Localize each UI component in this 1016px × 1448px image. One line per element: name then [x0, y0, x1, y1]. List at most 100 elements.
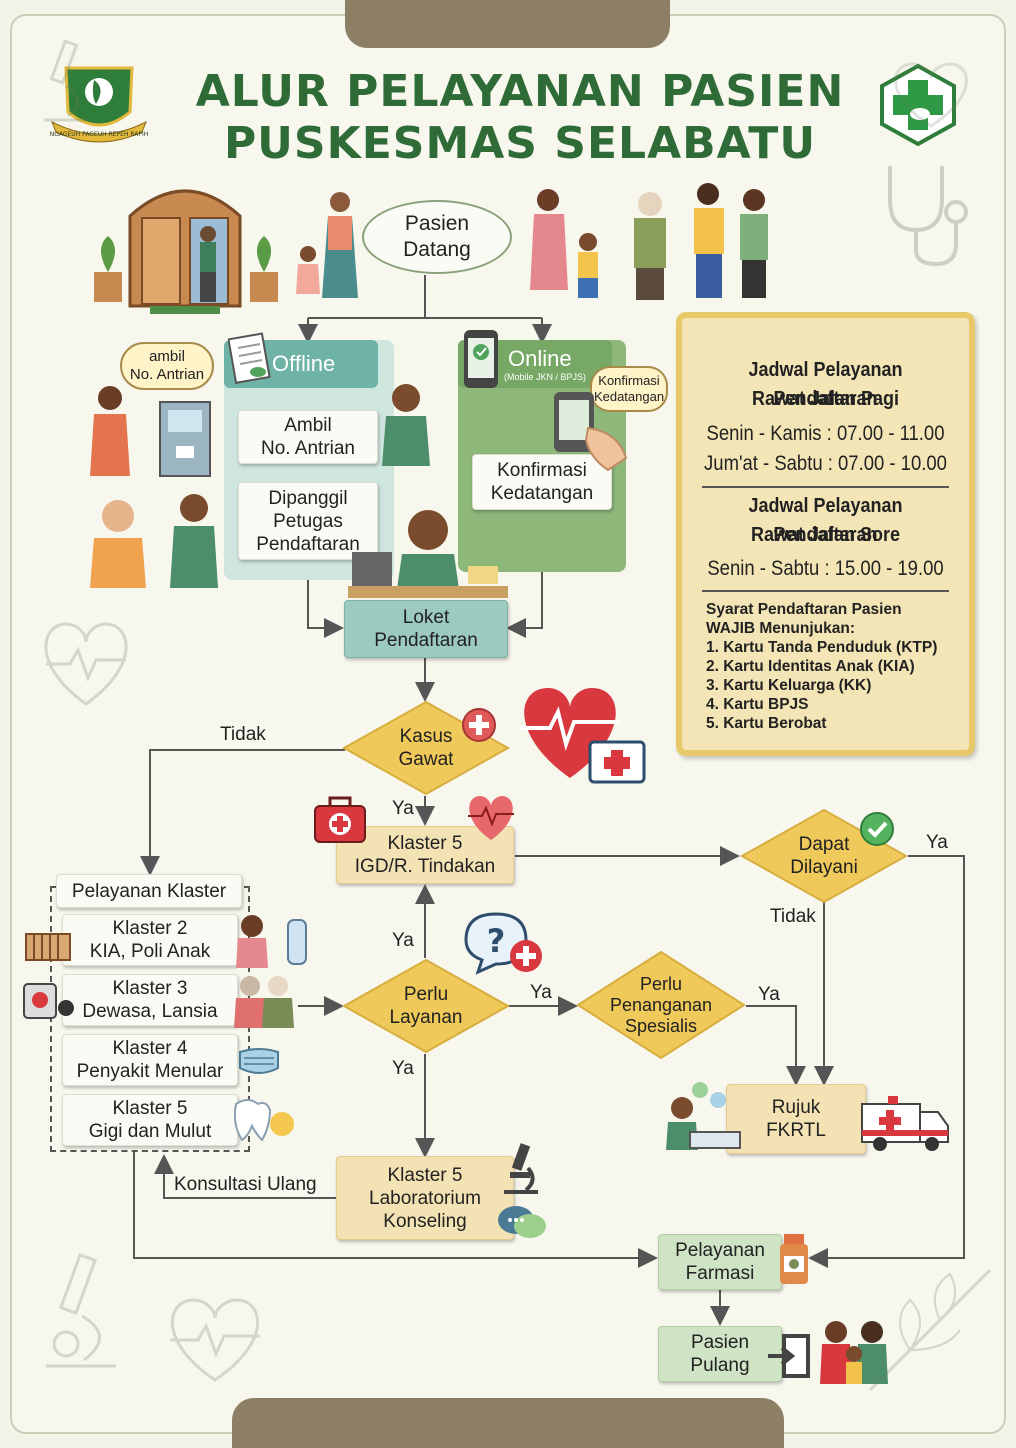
online-step-konfirmasi: Konfirmasi Kedatangan: [472, 454, 612, 510]
schedule-pagi-title-2: Rawat Jalan Pagi: [751, 388, 900, 410]
cluster-item-4-label: Klaster 5 Gigi dan Mulut: [88, 1098, 212, 1142]
heart-pulse-icon: [462, 794, 520, 844]
requirement-item: 4. Kartu BPJS: [706, 696, 809, 713]
cluster-item-menular: Klaster 4 Penyakit Menular: [62, 1034, 238, 1086]
pasien-pulang-box: Pasien Pulang: [658, 1326, 782, 1382]
heart-medkit-icon: [510, 682, 650, 786]
label-konsultasi-ulang: Konsultasi Ulang: [174, 1174, 317, 1195]
perlu-layanan-label: Perlu Layanan: [389, 984, 463, 1028]
entrance-illustration: [90, 176, 290, 316]
logo-motto: NGAGEUH PAGEUH REPEH RAPIH: [50, 131, 149, 138]
cluster-item-3-label: Klaster 4 Penyakit Menular: [76, 1038, 224, 1082]
regional-logo: NGAGEUH PAGEUH REPEH RAPIH: [44, 60, 154, 150]
microscope-decor-icon-bottom: [36, 1246, 126, 1376]
ticket-icon: [227, 332, 272, 386]
staff-illustration: [370, 376, 440, 466]
bubble-ambil-text: ambil No. Antrian: [129, 348, 205, 383]
farmasi-label: Pelayanan Farmasi: [675, 1240, 765, 1284]
schedule-sore-title-2: Rawat Jalan Sore: [750, 524, 901, 546]
klaster5-lab-box: Klaster 5 Laboratorium Konseling: [336, 1156, 514, 1240]
schedule-pagi-title-1: Jadwal Pelayanan Pendaftaran: [748, 359, 903, 410]
schedule-separator-1: [702, 486, 949, 488]
online-sublabel: (Mobile JKN / BPJS): [504, 372, 587, 382]
lab-label: Klaster 5 Laboratorium Konseling: [369, 1164, 481, 1232]
medicine-bottle-icon: [776, 1232, 812, 1288]
page-title: ALUR PELAYANAN PASIEN PUSKESMAS SELABATU: [150, 66, 890, 170]
kiosk-illustration: [80, 380, 220, 480]
puskesmas-logo: [876, 62, 960, 147]
kasus-gawat-label: Kasus Gawat: [398, 726, 454, 770]
cluster-title: Pelayanan Klaster: [56, 874, 242, 908]
chat-bubbles-icon: [496, 1200, 548, 1244]
check-circle-icon: [858, 810, 896, 848]
label-ya-rujuk: Ya: [758, 984, 780, 1005]
bubble-ambil-antrian: ambil No. Antrian: [120, 342, 214, 390]
requirement-item: 1. Kartu Tanda Penduduk (KTP): [706, 639, 938, 656]
label-ya-spesialis: Ya: [530, 982, 552, 1003]
requirement-item: 2. Kartu Identitas Anak (KIA): [706, 658, 915, 675]
heart-decor-icon-right: [886, 60, 976, 130]
leaf-decor-icon: [850, 1250, 1000, 1400]
rujuk-label: Rujuk FKRTL: [766, 1097, 826, 1141]
online-hand-phone: [548, 388, 634, 474]
title-line-2: PUSKESMAS SELABATU: [223, 118, 817, 169]
online-label: Online: [508, 346, 572, 371]
schedule-pagi-1: Senin - Kamis : 07.00 - 11.00: [706, 422, 945, 445]
offline-step2-label: Dipanggil Petugas Pendaftaran: [256, 487, 360, 555]
start-label: Pasien Datang: [403, 212, 471, 261]
schedule-pagi-2: Jum'at - Sabtu : 07.00 - 10.00: [704, 452, 947, 475]
stethoscope-decor-icon: [876, 160, 976, 270]
loket-label: Loket Pendaftaran: [374, 607, 478, 651]
label-ya-up: Ya: [392, 930, 414, 951]
medical-plus-icon: [460, 706, 498, 744]
decision-perlu-layanan: Perlu Layanan: [342, 958, 510, 1054]
patient-staff-illustration: [88, 488, 228, 588]
families-illustration: [528, 180, 778, 310]
label-ya-dilayani: Ya: [926, 832, 948, 853]
cluster-item-2-label: Klaster 3 Dewasa, Lansia: [82, 978, 218, 1022]
label-ya-down: Ya: [392, 1058, 414, 1079]
cluster-title-label: Pelayanan Klaster: [71, 880, 227, 902]
label-tidak-kasus: Tidak: [220, 724, 266, 745]
schedule-separator-2: [702, 590, 949, 592]
pulang-label: Pasien Pulang: [690, 1332, 750, 1376]
rujuk-fkrtl-box: Rujuk FKRTL: [726, 1084, 866, 1154]
phone-icon: [460, 328, 502, 390]
mother-child-icon: [232, 910, 312, 970]
question-chat-icon: ?: [460, 910, 546, 976]
requirement-item: 3. Kartu Keluarga (KK): [706, 677, 872, 694]
svg-text:?: ?: [487, 922, 506, 960]
requirements-title-2: WAJIB Menunjukan:: [706, 620, 855, 637]
reception-illustration: [348, 500, 508, 600]
bubble-konfirmasi-text: Konfirmasi Kedatangan: [593, 373, 665, 404]
label-tidak-dilayani: Tidak: [770, 906, 816, 927]
patient-family-illustration: [292, 188, 364, 308]
schedule-panel: Jadwal Pelayanan Pendaftaran Rawat Jalan…: [676, 312, 975, 756]
requirements-title-1: Syarat Pendaftaran Pasien: [706, 601, 902, 618]
offline-step1-label: Ambil No. Antrian: [261, 415, 355, 459]
crib-icon: [22, 916, 74, 968]
microscope-decor-icon: [36, 36, 96, 126]
title-line-1: ALUR PELAYANAN PASIEN: [195, 66, 845, 117]
top-tab: [345, 0, 670, 48]
elderly-couple-icon: [232, 972, 296, 1028]
tooth-icon: [230, 1096, 296, 1144]
cluster-item-kia: Klaster 2 KIA, Poli Anak: [62, 914, 238, 966]
bubble-konfirmasi: Konfirmasi Kedatangan: [590, 366, 668, 412]
heart-decor-icon-bottom: [160, 1296, 270, 1386]
start-pasien-datang: Pasien Datang: [362, 200, 512, 274]
doctor-patient-icon: [660, 1080, 744, 1152]
microscope-icon: [498, 1142, 544, 1196]
decision-perlu-spesialis: Perlu Penanganan Spesialis: [576, 950, 746, 1060]
perlu-spesialis-label: Perlu Penanganan Spesialis: [609, 973, 713, 1036]
pelayanan-farmasi-box: Pelayanan Farmasi: [658, 1234, 782, 1290]
schedule-sore-1: Senin - Sabtu : 15.00 - 19.00: [707, 557, 944, 580]
dapat-dilayani-label: Dapat Dilayani: [790, 834, 858, 878]
mask-icon: [234, 1044, 284, 1080]
offline-step-dipanggil: Dipanggil Petugas Pendaftaran: [238, 482, 378, 560]
heart-decor-icon-left: [36, 620, 136, 710]
offline-label: Offline: [272, 351, 336, 376]
online-step1-label: Konfirmasi Kedatangan: [490, 460, 594, 504]
cluster-item-dewasa: Klaster 3 Dewasa, Lansia: [62, 974, 238, 1026]
first-aid-kit-icon: [312, 794, 368, 844]
